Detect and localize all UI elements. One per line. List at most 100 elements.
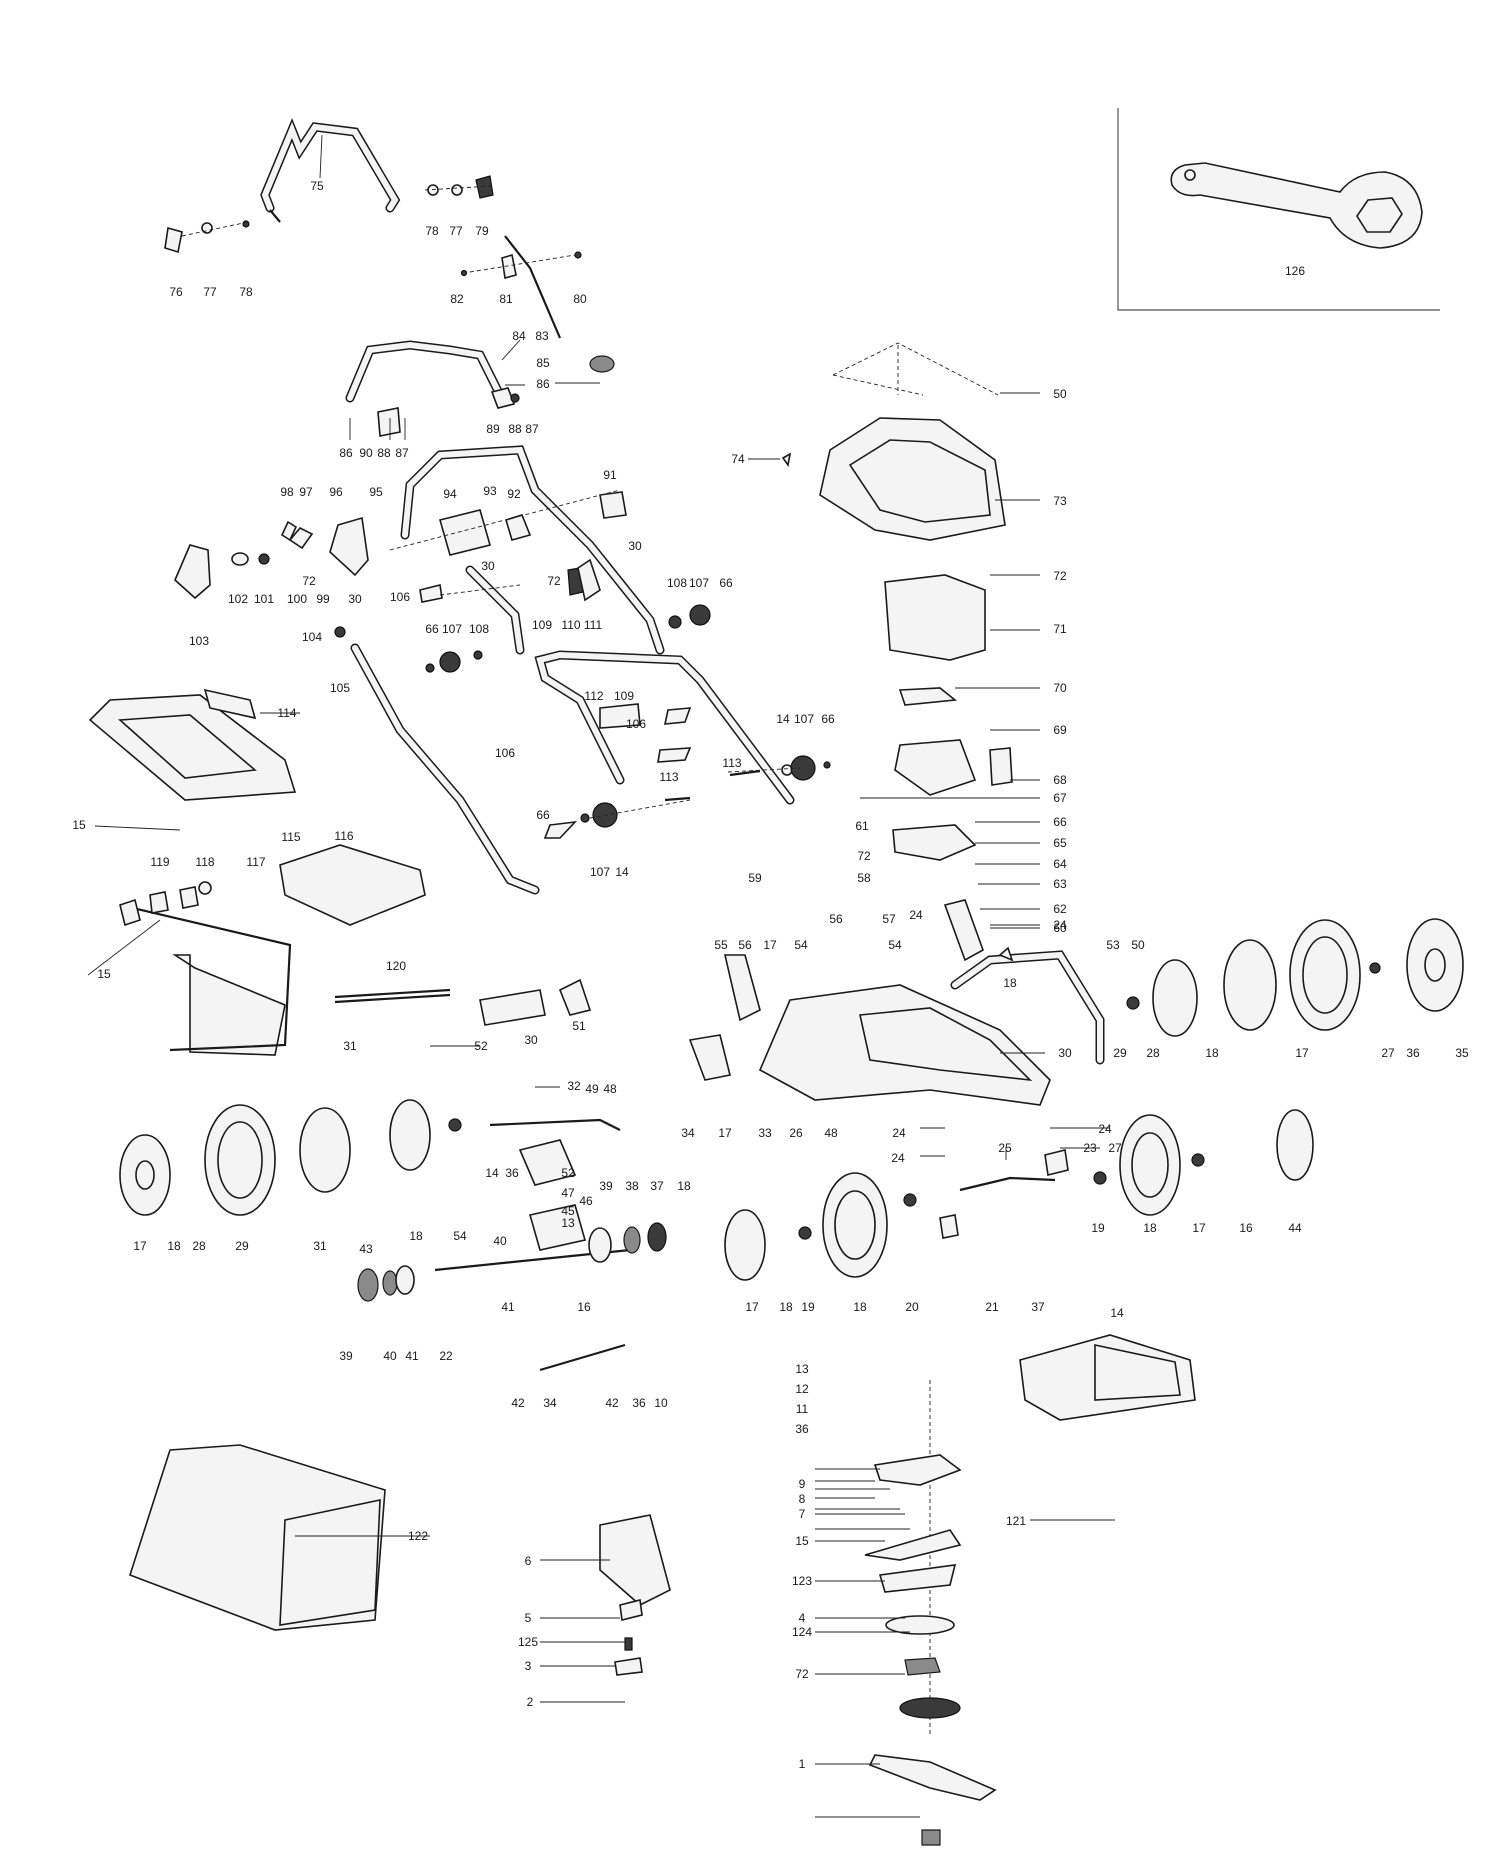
part-label: 56 xyxy=(829,912,843,926)
part-label: 124 xyxy=(792,1625,812,1639)
part-label: 36 xyxy=(505,1166,519,1180)
part-label: 109 xyxy=(614,689,634,703)
part-label: 84 xyxy=(512,329,526,343)
part-label: 30 xyxy=(524,1033,538,1047)
part-label: 69 xyxy=(1053,723,1067,737)
part-label: 24 xyxy=(1053,918,1067,932)
part-label: 71 xyxy=(1053,622,1067,636)
part-label: 113 xyxy=(722,756,741,770)
lower-handle-group xyxy=(534,650,831,839)
part-label: 2 xyxy=(527,1695,534,1709)
part-label: 50 xyxy=(1053,387,1067,401)
part-label: 57 xyxy=(882,912,896,926)
part-label: 72 xyxy=(547,574,561,588)
leader-lines xyxy=(87,134,1115,1818)
part-label: 18 xyxy=(853,1300,867,1314)
part-label: 15 xyxy=(72,818,86,832)
part-label: 30 xyxy=(1058,1046,1072,1060)
cable-switch-group xyxy=(345,235,615,440)
part-label: 68 xyxy=(1053,773,1067,787)
part-label: 6 xyxy=(525,1554,532,1568)
part-label: 13 xyxy=(795,1362,809,1376)
part-label: 29 xyxy=(235,1239,249,1253)
part-label: 107 xyxy=(689,576,709,590)
part-label: 82 xyxy=(450,292,464,306)
part-label: 119 xyxy=(150,855,169,869)
part-label: 13 xyxy=(561,1216,575,1230)
part-label: 86 xyxy=(536,377,550,391)
part-label: 101 xyxy=(254,592,274,606)
part-label: 22 xyxy=(439,1349,453,1363)
part-label: 107 xyxy=(442,622,462,636)
part-label: 37 xyxy=(1031,1300,1045,1314)
part-label: 18 xyxy=(1205,1046,1219,1060)
part-label: 27 xyxy=(1108,1141,1122,1155)
part-label: 126 xyxy=(1285,264,1305,278)
part-label: 86 xyxy=(339,446,353,460)
part-label: 55 xyxy=(714,938,728,952)
part-label: 75 xyxy=(310,179,324,193)
front-wheels xyxy=(724,1109,1314,1281)
part-label: 117 xyxy=(246,855,265,869)
part-label: 15 xyxy=(97,967,111,981)
part-label: 24 xyxy=(891,1151,905,1165)
part-label: 40 xyxy=(493,1234,507,1248)
part-label: 73 xyxy=(1053,494,1067,508)
part-label: 10 xyxy=(654,1396,668,1410)
part-label: 94 xyxy=(443,487,457,501)
part-label: 12 xyxy=(795,1382,809,1396)
part-label: 66 xyxy=(425,622,439,636)
part-label: 80 xyxy=(573,292,587,306)
part-label: 97 xyxy=(299,485,313,499)
part-label: 106 xyxy=(626,717,646,731)
part-label: 16 xyxy=(1239,1221,1253,1235)
part-label: 18 xyxy=(677,1179,691,1193)
part-label: 17 xyxy=(1192,1221,1206,1235)
part-label: 37 xyxy=(650,1179,664,1193)
part-label: 50 xyxy=(1131,938,1145,952)
part-label: 62 xyxy=(1053,902,1067,916)
part-label: 30 xyxy=(628,539,642,553)
deck-group xyxy=(688,946,1105,1106)
part-label: 72 xyxy=(302,574,316,588)
part-label: 85 xyxy=(536,356,550,370)
part-label: 17 xyxy=(763,938,777,952)
part-label: 30 xyxy=(481,559,495,573)
part-label: 48 xyxy=(824,1126,838,1140)
part-label: 72 xyxy=(857,849,871,863)
part-label: 65 xyxy=(1053,836,1067,850)
part-label: 89 xyxy=(486,422,500,436)
part-label: 121 xyxy=(1006,1514,1026,1528)
part-label: 99 xyxy=(316,592,330,606)
part-label: 14 xyxy=(615,865,629,879)
part-label: 34 xyxy=(681,1126,695,1140)
part-label: 103 xyxy=(189,634,209,648)
part-label: 20 xyxy=(905,1300,919,1314)
part-label: 29 xyxy=(1113,1046,1127,1060)
part-label: 24 xyxy=(892,1126,906,1140)
part-label: 100 xyxy=(287,592,307,606)
part-label: 87 xyxy=(395,446,409,460)
part-label: 109 xyxy=(532,618,552,632)
part-label: 51 xyxy=(572,1019,586,1033)
part-label: 3 xyxy=(525,1659,532,1673)
part-label: 92 xyxy=(507,487,521,501)
part-label: 17 xyxy=(718,1126,732,1140)
part-label: 1 xyxy=(799,1757,806,1771)
part-label: 36 xyxy=(795,1422,809,1436)
part-label: 30 xyxy=(348,592,362,606)
part-label: 42 xyxy=(511,1396,525,1410)
part-label: 58 xyxy=(857,871,871,885)
part-label: 72 xyxy=(1053,569,1067,583)
blade-group xyxy=(864,1380,997,1846)
part-label: 28 xyxy=(1146,1046,1160,1060)
part-label: 24 xyxy=(909,908,923,922)
part-label: 123 xyxy=(792,1574,812,1588)
part-label: 8 xyxy=(799,1492,806,1506)
part-label: 115 xyxy=(281,830,300,844)
part-label: 45 xyxy=(561,1204,575,1218)
part-label: 95 xyxy=(369,485,383,499)
part-label: 24 xyxy=(1098,1122,1112,1136)
part-label: 44 xyxy=(1288,1221,1302,1235)
part-label: 43 xyxy=(359,1242,373,1256)
